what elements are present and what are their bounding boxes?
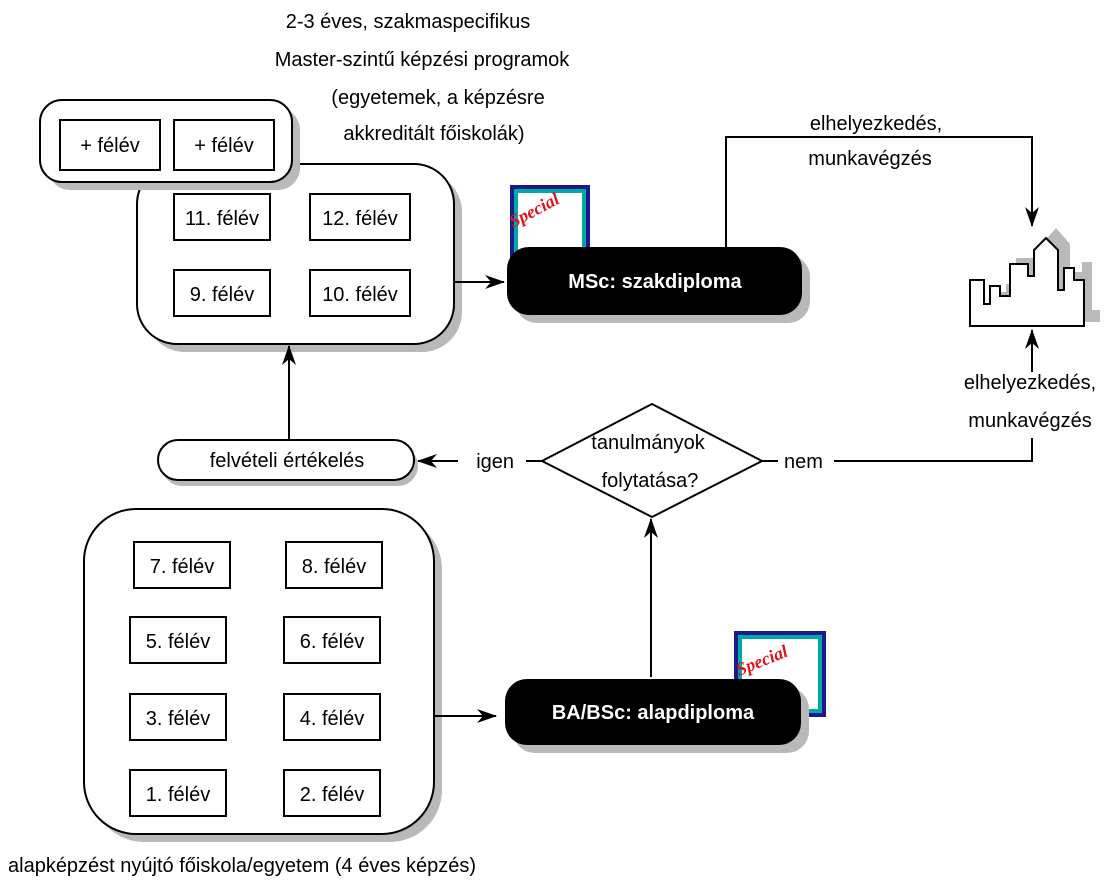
semester-box-3: 3. félév xyxy=(129,693,227,741)
svg-text:folytatása?: folytatása? xyxy=(602,470,699,492)
bsc-diploma-pill: BA/BSc: alapdiploma xyxy=(505,679,809,753)
msc-diploma-pill: MSc: szakdiploma xyxy=(507,247,810,323)
svg-text:3. félév: 3. félév xyxy=(146,708,210,730)
svg-text:12. félév: 12. félév xyxy=(322,208,398,230)
employment-label-nem-line-1: elhelyezkedés, xyxy=(964,372,1096,394)
svg-text:2. félév: 2. félév xyxy=(300,784,364,806)
svg-text:9. félév: 9. félév xyxy=(190,284,254,306)
semester-box-9: 9. félév xyxy=(173,269,271,317)
master-program-container xyxy=(136,163,462,352)
decision-diamond: tanulmányok folytatása? xyxy=(539,402,765,519)
semester-box-7: 7. félév xyxy=(133,541,231,589)
svg-text:10. félév: 10. félév xyxy=(322,284,398,306)
svg-text:11. félév: 11. félév xyxy=(185,208,259,230)
semester-box-1: 1. félév xyxy=(129,769,227,817)
semester-box-4: 4. félév xyxy=(283,693,381,741)
svg-text:4. félév: 4. félév xyxy=(300,708,364,730)
svg-text:8. félév: 8. félév xyxy=(302,556,366,578)
extra-semester-box: + félév xyxy=(59,119,161,171)
semester-box-5: 5. félév xyxy=(129,616,227,664)
semester-box-2: 2. félév xyxy=(283,769,381,817)
bachelor-caption: alapképzést nyújtó főiskola/egyetem (4 é… xyxy=(8,855,476,877)
semester-box-8: 8. félév xyxy=(285,541,383,589)
svg-text:felvételi értékelés: felvételi értékelés xyxy=(210,450,365,472)
master-title-line-4: akkreditált főiskolák) xyxy=(343,123,524,145)
svg-text:6. félév: 6. félév xyxy=(300,631,364,653)
svg-text:7. félév: 7. félév xyxy=(150,556,214,578)
svg-text:1. félév: 1. félév xyxy=(146,784,210,806)
master-title-line-3: (egyetemek, a képzésre xyxy=(331,87,544,109)
svg-text:tanulmányok: tanulmányok xyxy=(591,432,705,454)
city-buildings-icon xyxy=(969,228,1100,327)
admission-evaluation: felvételi értékelés xyxy=(157,439,418,486)
bachelor-program-container xyxy=(83,508,442,842)
master-title-line-1: 2-3 éves, szakmaspecifikus xyxy=(286,11,531,33)
extra-semester-box: + félév xyxy=(173,119,275,171)
employment-label-msc-line-2: munkavégzés xyxy=(808,148,931,170)
svg-text:MSc: szakdiploma: MSc: szakdiploma xyxy=(568,271,742,293)
svg-text:+ félév: + félév xyxy=(80,135,139,157)
svg-text:+ félév: + félév xyxy=(194,135,253,157)
svg-text:5. félév: 5. félév xyxy=(146,631,210,653)
decision-no-label: nem xyxy=(784,451,823,473)
decision-yes-label: igen xyxy=(476,451,514,473)
msc-to-employment-line xyxy=(725,136,1039,247)
semester-box-6: 6. félév xyxy=(283,616,381,664)
employment-label-nem-line-2: munkavégzés xyxy=(968,410,1091,432)
nem-to-employment-line xyxy=(834,438,1033,462)
semester-box-11: 11. félév xyxy=(173,193,271,241)
master-title-line-2: Master-szintű képzési programok xyxy=(275,49,571,71)
employment-label-msc-line-1: elhelyezkedés, xyxy=(810,113,942,135)
semester-box-10: 10. félév xyxy=(309,269,411,317)
svg-text:BA/BSc: alapdiploma: BA/BSc: alapdiploma xyxy=(552,702,755,724)
semester-box-12: 12. félév xyxy=(309,193,411,241)
